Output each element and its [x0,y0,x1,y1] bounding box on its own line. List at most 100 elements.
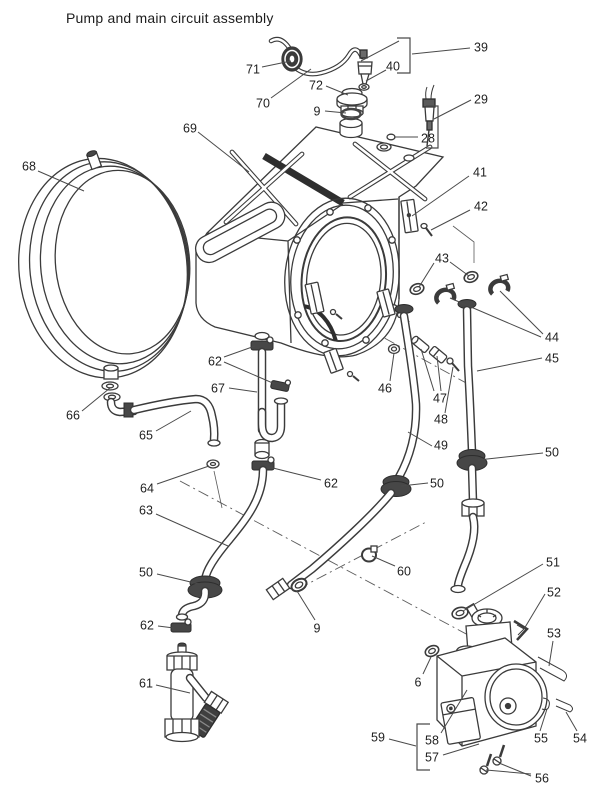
leader-line [400,482,429,487]
part-label-62: 62 [140,619,154,633]
leader-line [499,290,544,335]
clip-55 [541,697,550,711]
leader-line [539,708,548,732]
leader-line [477,452,544,461]
part-label-62: 62 [208,355,222,369]
o-ring-64 [206,459,220,469]
leader-line [422,656,432,675]
leader-line [155,513,229,547]
leader-line [420,348,435,392]
elbow-outlet [175,586,210,621]
part-label-50: 50 [430,477,444,491]
part-label-43: 43 [435,252,449,266]
flange-clamp-plates [304,281,410,382]
part-label-51: 51 [546,556,560,570]
centerline [179,480,471,637]
leader-line [360,40,400,62]
leader-line [389,352,395,382]
leader-line [388,738,417,747]
part-label-71: 71 [246,63,260,77]
group-bracket [426,105,439,149]
part-label-50: 50 [139,566,153,580]
seal-ring-9-top [340,107,362,121]
leader-line [81,387,111,412]
part-label-55: 55 [534,732,548,746]
pump-assembly [436,602,548,775]
leader-line [270,68,312,99]
group-bracket [397,37,411,74]
leader-line [37,170,85,192]
leader-line [407,431,433,447]
retaining-clips-44 [434,273,511,305]
part-label-44: 44 [545,331,559,345]
part-label-63: 63 [139,504,153,518]
part-label-70: 70 [256,97,270,111]
page-title: Pump and main circuit assembly [66,10,274,26]
bolts-47 [411,335,448,364]
top-assembly [268,36,436,147]
part-label-39: 39 [474,41,488,55]
part-label-9: 9 [314,622,321,636]
leader-line [411,175,470,217]
part-label-50: 50 [545,446,559,460]
leader-line [498,762,532,777]
part-label-49: 49 [434,439,448,453]
screws-56 [479,744,506,775]
part-label-40: 40 [386,60,400,74]
seal-ring-9-bottom [290,577,308,593]
leader-line [449,297,542,338]
part-label-47: 47 [433,392,447,406]
sensor-tube-70 [268,36,365,77]
part-label-66: 66 [66,409,80,423]
leader-line [261,60,292,68]
leader-line [548,640,554,667]
bracket-plate-41 [400,198,433,237]
part-label-42: 42 [474,200,488,214]
nut-46 [387,343,401,355]
leader-line [223,345,256,358]
screw-48 [446,357,460,372]
leader-line [476,357,543,372]
construction-line [213,470,223,509]
hose-clamp-62c [170,618,192,633]
leader-line [268,466,322,481]
leader-line [324,110,347,114]
expansion-vessel [18,150,191,380]
drain-valve-61 [164,642,230,743]
leader-line [433,99,472,120]
part-label-68: 68 [22,160,36,174]
clamp-60 [361,545,378,563]
cap-72 [336,87,368,118]
part-label-62: 62 [324,477,338,491]
air-vent-valve-39 [357,49,373,85]
heat-exchanger-tank [194,117,445,382]
leader-line [462,563,544,612]
leader-line [418,262,435,288]
part-label-6: 6 [415,676,422,690]
part-label-29: 29 [474,93,488,107]
leader-line [156,573,200,585]
leader-line [157,625,175,629]
leader-line [436,355,442,392]
part-label-67: 67 [211,382,225,396]
leader-line [155,684,191,694]
part-label-57: 57 [425,751,439,765]
leader-line [228,387,258,393]
leader-line [156,465,210,485]
part-label-41: 41 [473,166,487,180]
leader-line [371,555,396,567]
tank-fold-strip [262,152,345,207]
screw-42 [420,222,433,237]
leader-line [430,209,471,231]
burner-flange [284,197,400,357]
part-label-69: 69 [183,122,197,136]
part-label-9: 9 [314,105,321,119]
part-label-64: 64 [140,482,154,496]
handle-slot [194,201,286,264]
leader-line [223,361,276,385]
leader-line [411,47,471,55]
part-label-56: 56 [535,772,549,786]
fork-pin-53 [537,656,568,682]
